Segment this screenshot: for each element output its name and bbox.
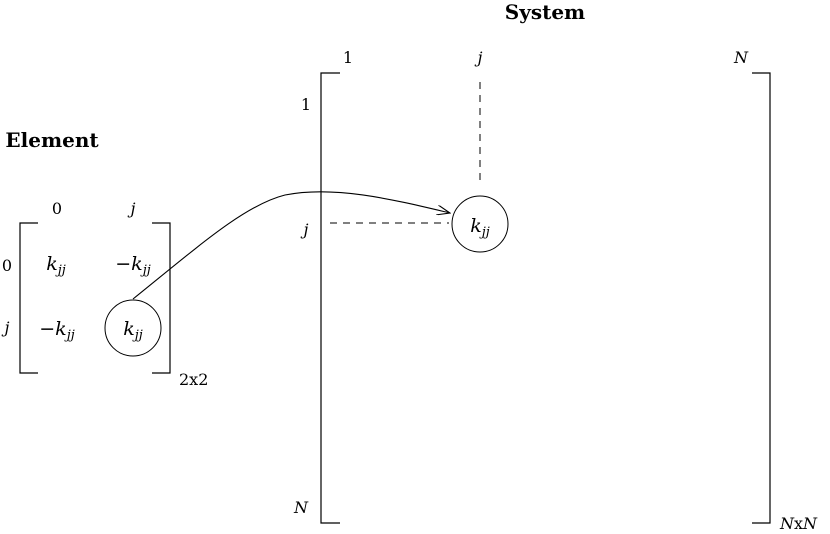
system-col-label-1: 1 xyxy=(343,48,353,67)
system-entry-circle xyxy=(451,195,509,253)
element-right-bracket xyxy=(152,222,171,374)
element-entry-circle xyxy=(104,299,162,357)
element-entry-r1c0: −kjj xyxy=(39,318,75,343)
element-title: Element xyxy=(5,128,99,152)
element-col-label-j: j xyxy=(128,199,136,218)
element-size-label: 2x2 xyxy=(179,370,208,389)
system-col-label-j: j xyxy=(475,48,483,67)
system-row-label-n: N xyxy=(293,498,309,517)
element-left-bracket xyxy=(19,222,38,374)
system-col-label-n: N xyxy=(733,48,749,67)
element-row-label-j: j xyxy=(2,318,10,337)
system-size-label: NxN xyxy=(779,514,818,533)
assembly-arrow xyxy=(132,191,450,300)
system-title: System xyxy=(505,0,585,24)
system-left-bracket xyxy=(320,72,340,524)
element-col-label-0: 0 xyxy=(52,199,62,218)
system-entry-kjj: kjj xyxy=(470,215,490,240)
element-entry-r0c0: kjj xyxy=(46,253,66,278)
system-row-label-1: 1 xyxy=(301,95,311,114)
element-entry-r1c1: kjj xyxy=(123,318,143,343)
system-right-bracket xyxy=(752,72,771,524)
system-row-label-j: j xyxy=(301,220,309,239)
element-entry-r0c1: −kjj xyxy=(115,253,151,278)
element-row-label-0: 0 xyxy=(2,256,12,275)
